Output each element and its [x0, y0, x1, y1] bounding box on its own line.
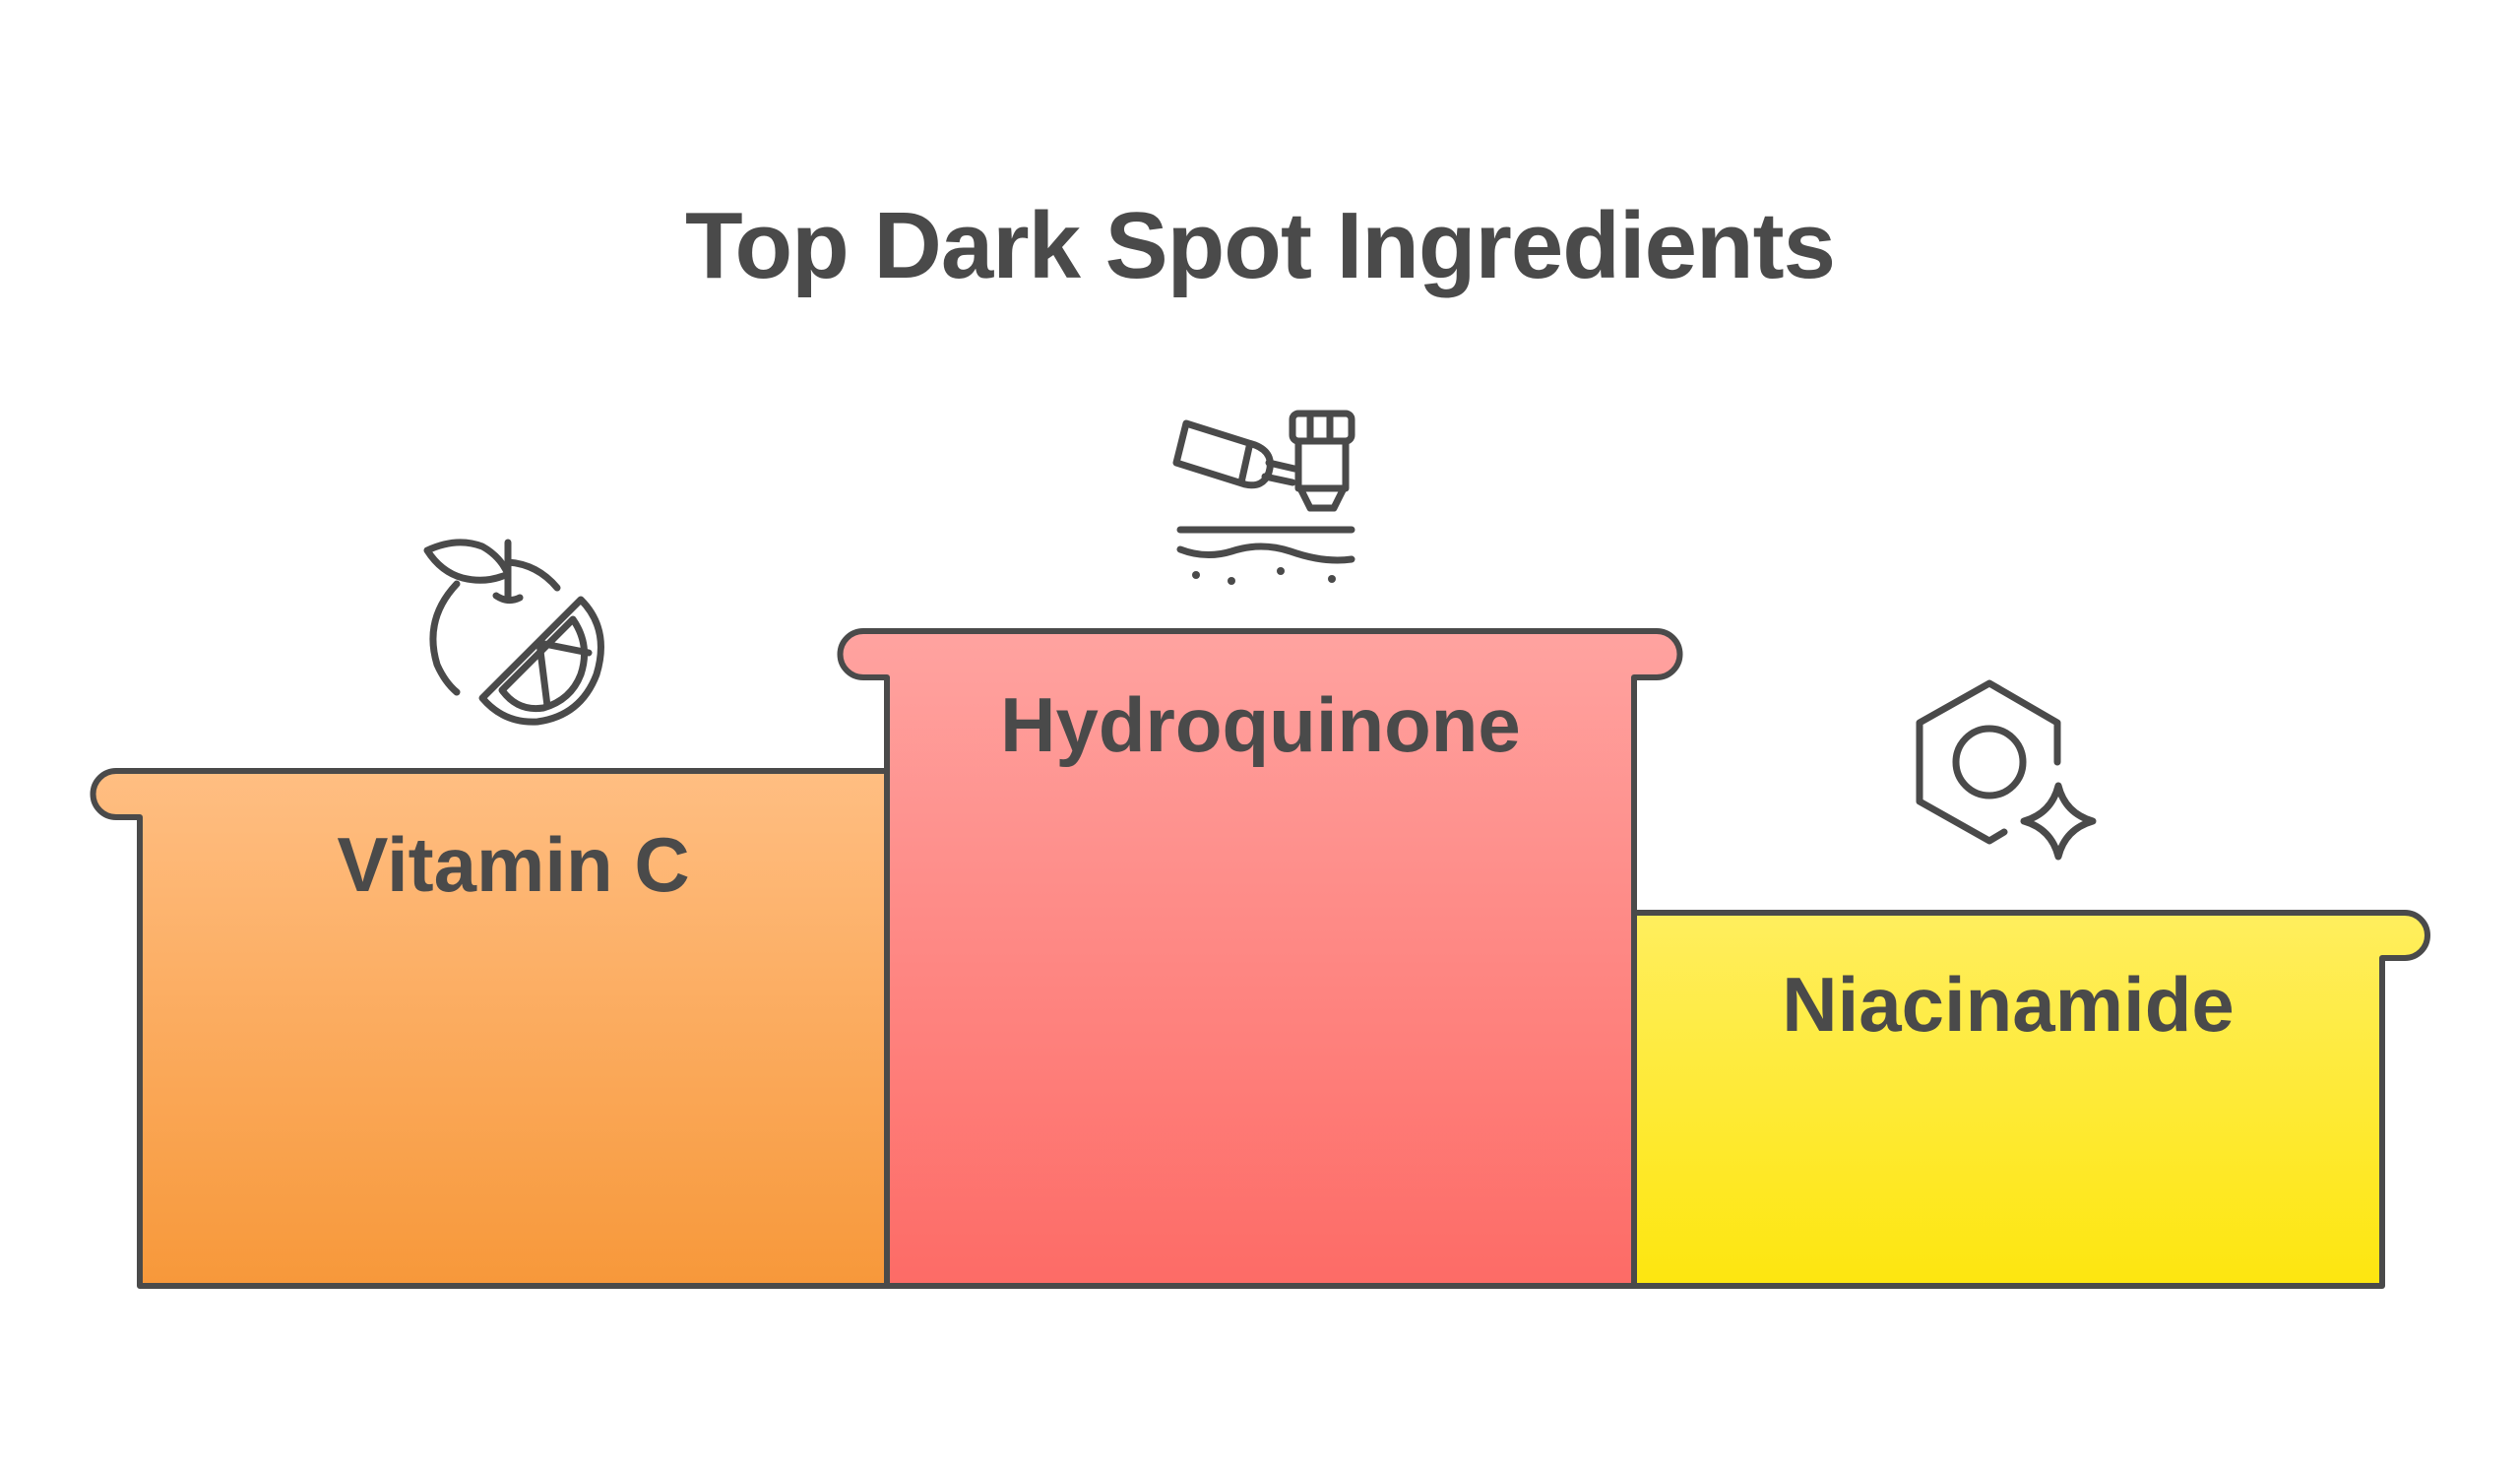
- molecule-sparkle-icon: [1916, 679, 2097, 861]
- skin-treatment-device-icon: [1172, 410, 1355, 585]
- orange-citrus-icon: [423, 539, 604, 726]
- label-vitamin-c: Vitamin C: [337, 821, 690, 908]
- podium-block-vitamin-c: [90, 768, 890, 1289]
- diagram-title: Top Dark Spot Ingredients: [685, 193, 1836, 298]
- podium-block-niacinamide: [1631, 910, 2430, 1289]
- label-niacinamide: Niacinamide: [1782, 961, 2235, 1048]
- podium-block-hydroquinone: [837, 628, 1683, 1289]
- label-hydroquinone: Hydroquinone: [1000, 681, 1521, 768]
